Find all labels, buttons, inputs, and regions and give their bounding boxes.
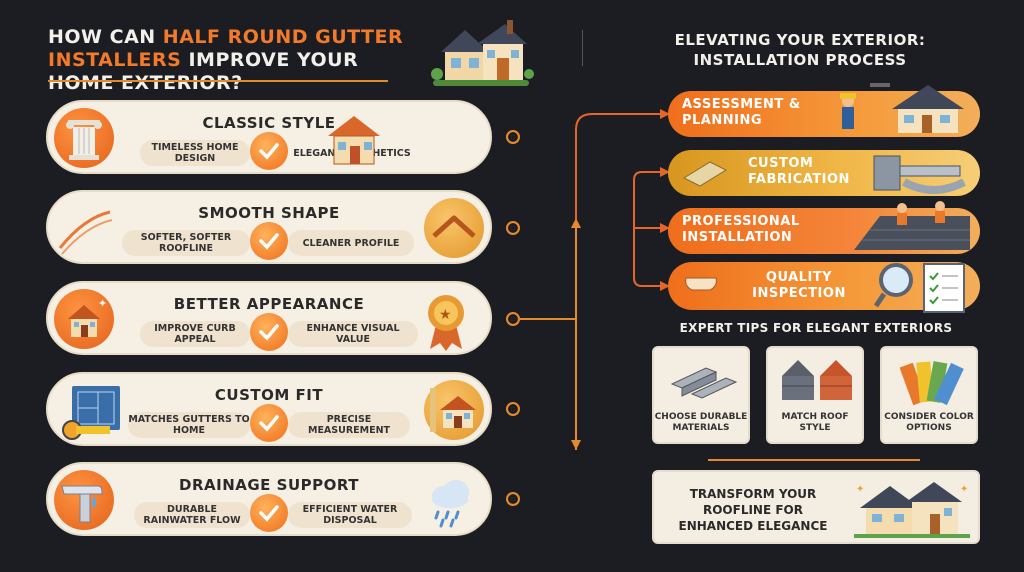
- column-icon: [54, 108, 114, 168]
- benefit-left-text: MATCHES GUTTERS TO HOME: [128, 412, 250, 438]
- check-icon: [250, 404, 288, 442]
- house-icon: [431, 20, 534, 86]
- benefit-title: DRAINAGE SUPPORT: [179, 476, 359, 494]
- benefit-left-text: TIMELESS HOME DESIGN: [140, 140, 250, 166]
- gutter-icon: [685, 277, 717, 291]
- benefit-card-drainage-support: DRAINAGE SUPPORT DURABLE RAINWATER FLOW …: [46, 462, 492, 536]
- roofline-icon: [424, 198, 484, 258]
- benefit-right-text: CLEANER PROFILE: [288, 230, 414, 256]
- tip-card-roof-style: MATCH ROOF STYLE: [766, 346, 864, 444]
- benefit-right-text: EFFICIENT WATER DISPOSAL: [288, 502, 412, 528]
- connector-dot: [506, 312, 520, 326]
- step-label: ASSESSMENT & PLANNING: [682, 97, 801, 128]
- divider: [582, 30, 583, 66]
- benefit-card-smooth-shape: SMOOTH SHAPE SOFTER, SOFTER ROOFLINE CLE…: [46, 190, 492, 264]
- svg-text:★: ★: [439, 307, 452, 323]
- tip-label: CHOOSE DURABLE MATERIALS: [654, 412, 748, 433]
- benefit-left-text: DURABLE RAINWATER FLOW: [134, 502, 250, 528]
- color-swatch-icon: [899, 361, 964, 406]
- process-step-inspection: QUALITY INSPECTION: [668, 262, 980, 313]
- step-label: CUSTOM FABRICATION: [748, 156, 850, 187]
- benefit-card-classic-style: CLASSIC STYLE TIMELESS HOME DESIGN ELEGA…: [46, 100, 492, 174]
- award-badge-icon: ★: [428, 295, 464, 351]
- roof-shingles-icon: [782, 360, 852, 400]
- machine-icon: [873, 155, 966, 194]
- check-icon: [250, 222, 288, 260]
- gutter-downspout-icon: [54, 470, 114, 530]
- blueprint-icon: [62, 386, 120, 440]
- house-icon: ✦✦: [854, 482, 970, 538]
- process-title: ELEVATING YOUR EXTERIOR: INSTALLATION PR…: [674, 31, 926, 69]
- process-step-fabrication: CUSTOM FABRICATION: [668, 150, 980, 196]
- tip-card-materials: CHOOSE DURABLE MATERIALS: [652, 346, 750, 444]
- metal-beams-icon: [670, 367, 738, 399]
- ruler-house-icon: [424, 380, 484, 440]
- connector-dot: [506, 221, 520, 235]
- rain-cloud-icon: [432, 480, 469, 528]
- metal-sheet-icon: [682, 161, 728, 187]
- benefit-card-better-appearance: ✦ BETTER APPEARANCE IMPROVE CURB APPEAL …: [46, 281, 492, 355]
- check-icon: [250, 313, 288, 351]
- roof-workers-icon: [854, 201, 970, 250]
- benefit-title: CUSTOM FIT: [214, 386, 324, 404]
- benefit-title: SMOOTH SHAPE: [198, 204, 340, 222]
- svg-text:✦: ✦: [98, 297, 107, 310]
- process-step-assessment: ASSESSMENT & PLANNING: [668, 83, 980, 137]
- connector-dot: [506, 492, 520, 506]
- connector-dot: [506, 130, 520, 144]
- closing-text: TRANSFORM YOUR ROOFLINE FOR ENHANCED ELE…: [678, 487, 828, 533]
- benefit-title: CLASSIC STYLE: [202, 114, 336, 132]
- title-underline: [48, 80, 388, 82]
- tips-title: EXPERT TIPS FOR ELEGANT EXTERIORS: [679, 321, 953, 335]
- tip-label: MATCH ROOF STYLE: [781, 412, 849, 433]
- section-divider: [708, 459, 920, 461]
- benefit-left-text: SOFTER, SOFTER ROOFLINE: [122, 230, 250, 256]
- svg-text:✦: ✦: [960, 484, 968, 495]
- tip-label: CONSIDER COLOR OPTIONS: [884, 412, 974, 433]
- benefit-right-text: ENHANCE VISUAL VALUE: [288, 321, 418, 347]
- svg-text:✦: ✦: [856, 484, 864, 495]
- magnifier-checklist-icon: [874, 263, 965, 313]
- benefit-right-text: PRECISE MEASUREMENT: [288, 412, 410, 438]
- page-title: How can Half Round Gutter Installers imp…: [48, 26, 404, 94]
- tip-card-color-options: CONSIDER COLOR OPTIONS: [880, 346, 978, 444]
- house-icon: [328, 116, 380, 165]
- connector-dot: [506, 402, 520, 416]
- inspector-house-icon: [840, 83, 964, 133]
- benefit-card-custom-fit: CUSTOM FIT MATCHES GUTTERS TO HOME PRECI…: [46, 372, 492, 446]
- benefit-left-text: IMPROVE CURB APPEAL: [140, 321, 250, 347]
- closing-card: TRANSFORM YOUR ROOFLINE FOR ENHANCED ELE…: [652, 470, 980, 544]
- flow-connector: [520, 109, 670, 450]
- check-icon: [250, 494, 288, 532]
- sparkle-house-icon: ✦: [54, 289, 114, 349]
- check-icon: [250, 132, 288, 170]
- curve-icon: [58, 210, 113, 255]
- step-label: PROFESSIONAL INSTALLATION: [682, 214, 800, 245]
- benefit-title: BETTER APPEARANCE: [173, 295, 365, 313]
- step-label: QUALITY INSPECTION: [752, 270, 846, 301]
- process-step-installation: PROFESSIONAL INSTALLATION: [668, 201, 980, 254]
